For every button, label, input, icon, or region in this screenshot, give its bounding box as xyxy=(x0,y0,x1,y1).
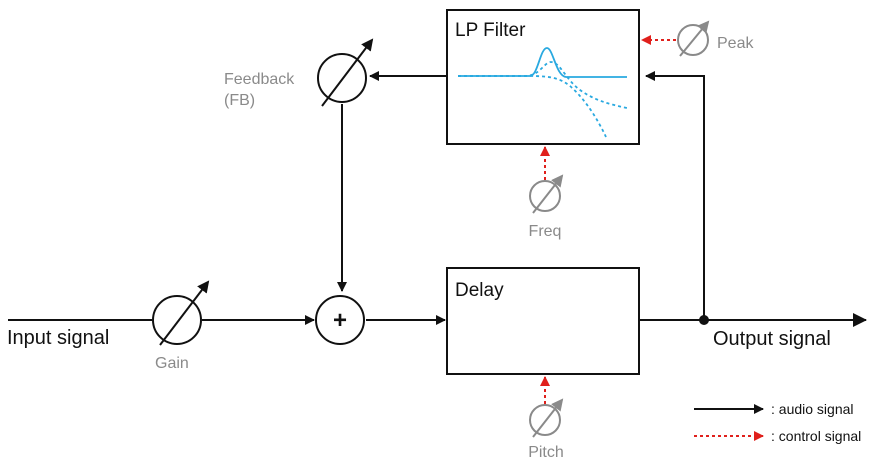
legend-audio-label: : audio signal xyxy=(771,401,854,417)
output-to-filter-feedback-line xyxy=(645,71,705,320)
pitch-knob[interactable] xyxy=(529,398,564,438)
peak-knob[interactable] xyxy=(677,20,710,57)
gain-knob[interactable] xyxy=(152,280,210,346)
feedback-label: Feedback xyxy=(224,71,295,88)
feedback-knob[interactable] xyxy=(317,38,374,107)
freq-knob[interactable] xyxy=(529,174,564,214)
lp-filter-label: LP Filter xyxy=(455,20,526,41)
output-junction-dot xyxy=(699,315,709,325)
legend-control-label: : control signal xyxy=(771,428,861,444)
sum-symbol: + xyxy=(333,307,347,334)
sum-node: + xyxy=(315,295,365,345)
delay-label: Delay xyxy=(455,280,504,301)
input-signal-label: Input signal xyxy=(7,327,109,349)
freq-label: Freq xyxy=(529,223,562,240)
peak-label: Peak xyxy=(717,35,754,52)
feedback-abbrev-label: (FB) xyxy=(224,92,255,109)
delay-block: Delay xyxy=(446,267,640,375)
filter-response-curves xyxy=(458,47,628,138)
control-connections xyxy=(540,35,676,404)
output-signal-label: Output signal xyxy=(713,328,831,350)
legend: : audio signal : control signal xyxy=(694,401,861,444)
pitch-label: Pitch xyxy=(528,444,564,460)
gain-label: Gain xyxy=(155,355,189,372)
lp-filter-block: LP Filter xyxy=(446,9,640,145)
audio-connections xyxy=(8,71,867,327)
